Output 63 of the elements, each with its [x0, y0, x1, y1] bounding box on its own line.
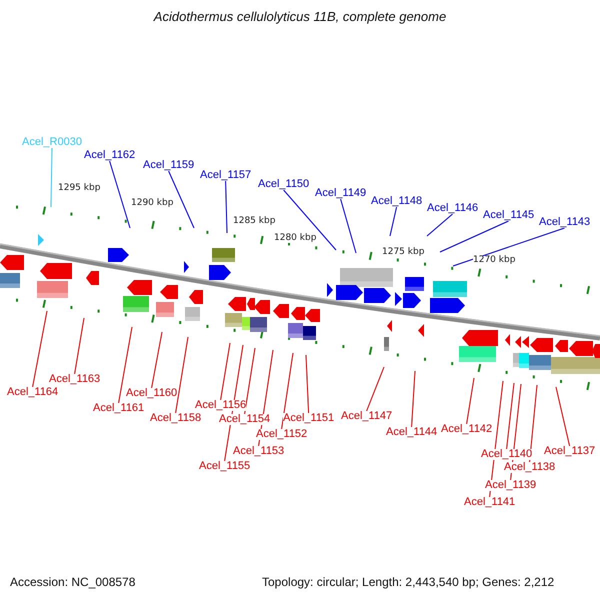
leader-line — [168, 170, 194, 228]
leader-line — [426, 214, 454, 236]
gene-label: Acel_1161 — [93, 403, 144, 414]
leader-line — [220, 342, 230, 400]
gene-label: Acel_R0030 — [22, 137, 82, 148]
scale-label: 1270 kbp — [473, 256, 516, 265]
scale-label: 1275 kbp — [382, 248, 424, 257]
gene-label: Acel_1140 — [481, 449, 532, 460]
leader-line — [175, 336, 188, 414]
footer-text: Accession: NC_008578 — [10, 576, 136, 588]
gene-label: Acel_1160 — [126, 388, 178, 399]
leader-line — [411, 370, 416, 428]
gene-label: Acel_1150 — [258, 179, 310, 190]
leader-line — [366, 366, 384, 412]
leader-line — [151, 332, 162, 388]
leader-line — [283, 190, 336, 250]
footer-text: Topology: circular; Length: 2,443,540 bp; Genes: 2,212 — [262, 576, 554, 588]
gene-label: Acel_1159 — [143, 160, 194, 171]
gene-label: Acel_1158 — [150, 413, 202, 424]
leader-line — [74, 318, 84, 374]
gene-label: Acel_1157 — [200, 170, 252, 181]
leader-line — [466, 378, 474, 424]
leader-line — [556, 386, 570, 446]
gene-label: Acel_1156 — [195, 400, 246, 411]
gene-label: Acel_1152 — [256, 429, 308, 440]
gene-label: Acel_1142 — [441, 424, 492, 435]
gene-label: Acel_1149 — [315, 188, 366, 199]
gene-label: Acel_1138 — [504, 462, 556, 473]
gene-label: Acel_1148 — [371, 196, 422, 207]
gene-label: Acel_1153 — [233, 446, 284, 457]
scale-label: 1280 kbp — [274, 234, 316, 243]
gene-label: Acel_1151 — [283, 413, 334, 424]
leader-line — [244, 348, 256, 414]
gene-label: Acel_1143 — [539, 217, 590, 228]
leader-line — [440, 220, 510, 252]
scale-label: 1295 kbp — [58, 184, 100, 193]
leader-line — [529, 384, 538, 462]
leader-line — [390, 206, 398, 236]
gene-label: Acel_1139 — [485, 480, 536, 491]
gene-label: Acel_1137 — [544, 446, 596, 457]
gene-label: Acel_1147 — [341, 411, 392, 422]
leader-line — [340, 198, 356, 254]
gene-label: Acel_1144 — [386, 427, 438, 438]
gene-label: Acel_1146 — [427, 203, 478, 214]
leader-line — [225, 180, 228, 234]
leader-line — [306, 354, 310, 414]
gene-label: Acel_1162 — [84, 150, 136, 161]
scale-label: 1285 kbp — [233, 217, 276, 226]
leader-line — [118, 326, 132, 404]
leader-line — [109, 160, 130, 228]
leader-line — [281, 352, 294, 430]
gene-label: Acel_1154 — [219, 414, 270, 425]
scale-label: 1290 kbp — [131, 199, 174, 208]
leader-line — [506, 382, 514, 450]
gene-label: Acel_1145 — [483, 210, 534, 221]
leader-line — [452, 228, 566, 266]
gene-label: Acel_1141 — [464, 497, 516, 508]
gene-label: Acel_1155 — [199, 461, 250, 472]
gene-label: Acel_1163 — [49, 374, 100, 385]
gene-label: Acel_1164 — [7, 387, 58, 398]
leader-line — [32, 310, 48, 388]
leader-line — [50, 148, 52, 208]
chart-title: Acidothermus cellulolyticus 11B, complete genome — [154, 10, 446, 23]
